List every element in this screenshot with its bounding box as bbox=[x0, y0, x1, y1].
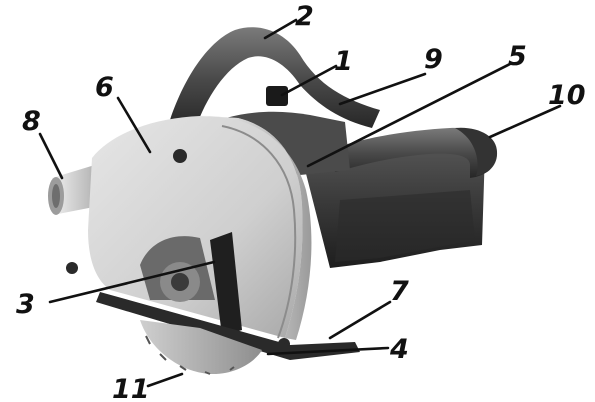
leader-11 bbox=[146, 372, 184, 388]
callout-labels: 1 2 3 4 5 6 7 8 9 10 11 bbox=[16, 1, 586, 402]
leader-7 bbox=[328, 300, 392, 340]
callout-8: 8 bbox=[22, 106, 41, 137]
leader-6 bbox=[116, 96, 152, 154]
base-plate bbox=[96, 292, 360, 360]
leader-4 bbox=[266, 346, 390, 356]
guard-bolt bbox=[173, 149, 187, 163]
leader-10 bbox=[488, 104, 562, 139]
blade-guard-edge bbox=[200, 115, 312, 341]
callout-6: 6 bbox=[95, 72, 114, 103]
leader-5 bbox=[306, 62, 512, 168]
blade-segments bbox=[145, 335, 235, 375]
motor-housing-shade bbox=[335, 190, 475, 262]
callout-10: 10 bbox=[548, 80, 586, 111]
leader-8 bbox=[38, 132, 64, 180]
leader-1 bbox=[280, 64, 338, 97]
leader-9 bbox=[338, 72, 427, 106]
callout-5: 5 bbox=[508, 41, 527, 72]
callout-11: 11 bbox=[112, 374, 150, 402]
callout-1: 1 bbox=[334, 46, 353, 77]
dust-outlet-bore bbox=[52, 184, 60, 208]
trigger-switch bbox=[266, 86, 288, 106]
spindle-nut bbox=[171, 273, 189, 291]
guard-bolt bbox=[66, 262, 78, 274]
leader-lines bbox=[38, 18, 562, 388]
callout-4: 4 bbox=[389, 334, 409, 365]
top-handle bbox=[170, 27, 380, 130]
blade-guard bbox=[88, 116, 303, 338]
guard-rim bbox=[221, 125, 297, 339]
callout-2: 2 bbox=[295, 1, 314, 32]
leader-2 bbox=[263, 18, 298, 40]
rear-handle-grip bbox=[455, 127, 497, 176]
callout-7: 7 bbox=[390, 276, 409, 307]
tool-illustration bbox=[48, 27, 498, 375]
callout-3: 3 bbox=[16, 289, 35, 320]
leader-3 bbox=[48, 260, 216, 304]
depth-lock-lever bbox=[210, 232, 242, 336]
rear-handle bbox=[330, 127, 498, 178]
diamond-blade bbox=[140, 320, 262, 375]
callout-9: 9 bbox=[424, 44, 443, 75]
